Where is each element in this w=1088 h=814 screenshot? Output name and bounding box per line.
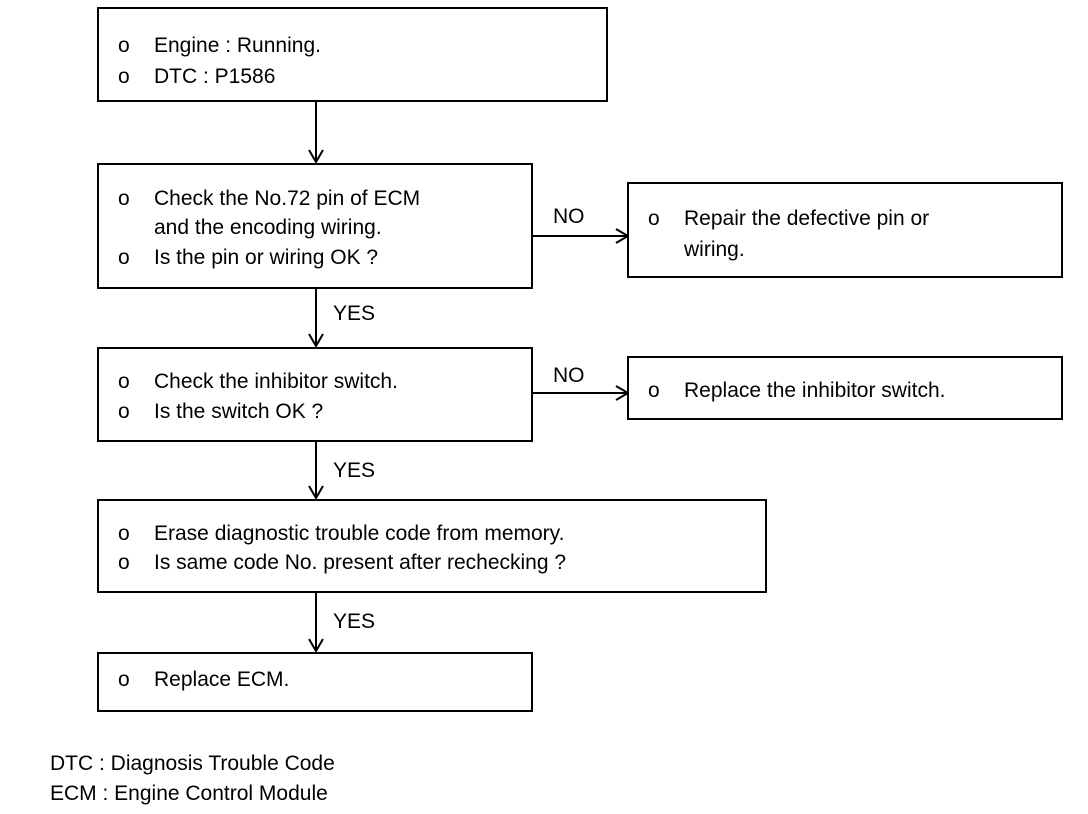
step4-box: o Erase diagnostic trouble code from mem…	[97, 499, 767, 593]
step3-yes-label: YES	[333, 459, 376, 482]
step4-bullet-2: o	[118, 551, 130, 574]
step1-box: o Engine : Running. o DTC : P1586	[97, 7, 608, 102]
legend-dtc: DTC : Diagnosis Trouble Code	[50, 752, 335, 775]
step3-bullet-2: o	[118, 400, 130, 423]
legend-ecm: ECM : Engine Control Module	[50, 782, 328, 805]
step2-no-action-line-1: Repair the defective pin or	[684, 207, 930, 230]
step3-no-label: NO	[553, 364, 585, 387]
step4-bullet-1: o	[118, 522, 130, 545]
step4-question: Is same code No. present after recheckin…	[154, 551, 567, 574]
step2-bullet-2: o	[118, 246, 130, 269]
step1-engine-status: Engine : Running.	[154, 34, 321, 57]
step3-check-line: Check the inhibitor switch.	[154, 370, 398, 393]
step2-no-label: NO	[553, 205, 585, 228]
step3-no-action-bullet: o	[648, 379, 660, 402]
step1-bullet-1: o	[118, 34, 130, 57]
step5-bullet: o	[118, 668, 130, 691]
step4-yes-label: YES	[333, 610, 376, 633]
step1-bullet-2: o	[118, 65, 130, 88]
step2-box: o Check the No.72 pin of ECM and the enc…	[97, 163, 533, 289]
step4-erase-line: Erase diagnostic trouble code from memor…	[154, 522, 565, 545]
step2-bullet-1: o	[118, 187, 130, 210]
step3-box: o Check the inhibitor switch. o Is the s…	[97, 347, 533, 442]
step2-question: Is the pin or wiring OK ?	[154, 246, 379, 269]
step3-bullet-1: o	[118, 370, 130, 393]
step2-check-line-1: Check the No.72 pin of ECM	[154, 187, 421, 210]
step1-dtc-code: DTC : P1586	[154, 65, 276, 88]
step2-check-line-2: and the encoding wiring.	[154, 216, 382, 239]
step5-box: o Replace ECM.	[97, 652, 533, 712]
step3-no-action-box: o Replace the inhibitor switch.	[627, 356, 1063, 420]
step3-question: Is the switch OK ?	[154, 400, 324, 423]
step2-no-action-line-2: wiring.	[684, 238, 745, 261]
step2-yes-label: YES	[333, 302, 376, 325]
step5-replace-ecm: Replace ECM.	[154, 668, 290, 691]
step2-no-action-box: o Repair the defective pin or wiring.	[627, 182, 1063, 278]
step3-no-action-line: Replace the inhibitor switch.	[684, 379, 946, 402]
step2-no-action-bullet: o	[648, 207, 660, 230]
